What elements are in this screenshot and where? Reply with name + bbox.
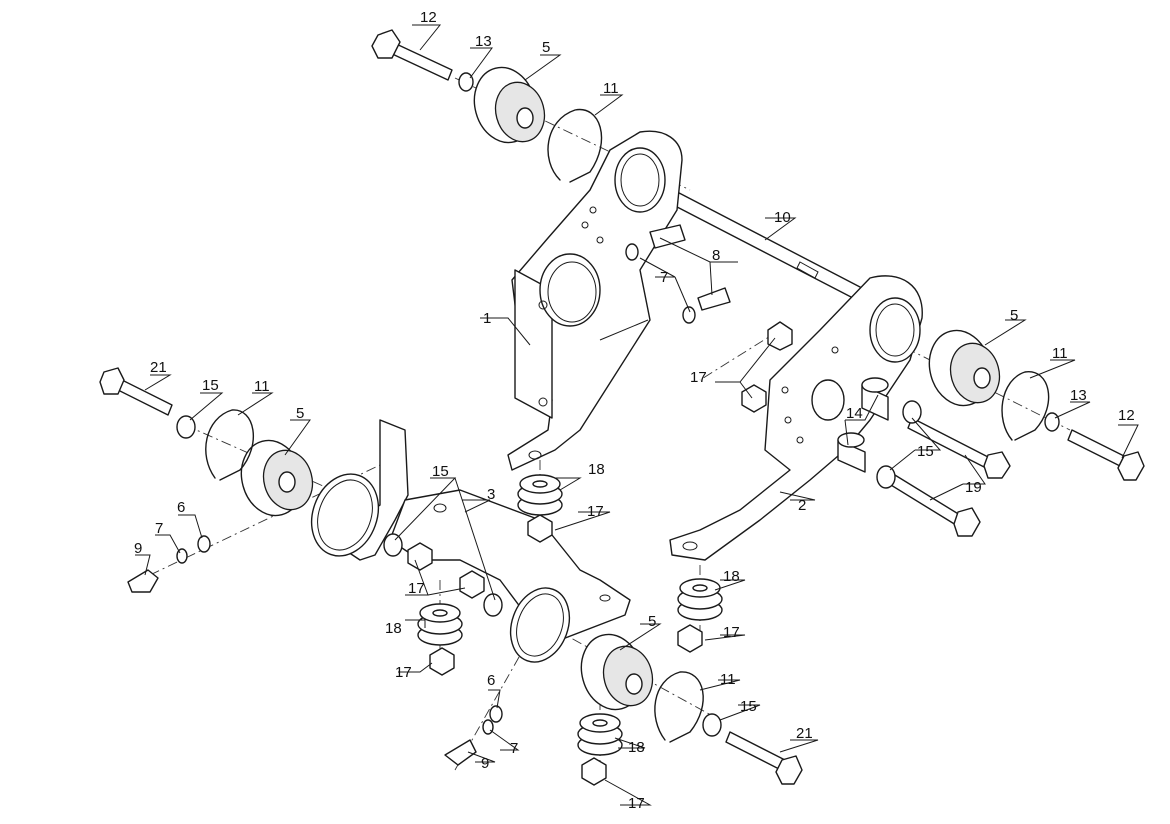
callout-5-right: 5 [1010, 307, 1018, 324]
callout-19: 19 [965, 479, 982, 496]
callout-17-right-bottom: 17 [723, 624, 740, 641]
callout-1: 1 [483, 310, 491, 327]
callout-17-right: 17 [690, 369, 707, 386]
callout-5-top: 5 [542, 39, 550, 56]
bushing-5-bottom [580, 633, 654, 711]
callout-21-bottom: 21 [796, 725, 813, 742]
callout-17-bottom: 17 [628, 795, 645, 812]
bracket-2 [669, 275, 923, 561]
callout-10: 10 [774, 209, 791, 226]
callout-15-left: 15 [202, 377, 219, 394]
bolts-19 [885, 417, 1011, 537]
bushing-5-right [928, 329, 1001, 407]
circlips-11 [205, 108, 1050, 743]
callout-11-right: 11 [1052, 345, 1068, 362]
bushing-5-top [473, 66, 546, 144]
callout-11-left: 11 [254, 378, 270, 395]
bracket-3 [310, 419, 631, 663]
callout-12-right: 12 [1118, 407, 1135, 424]
bushing-5-left [240, 439, 314, 517]
callout-7-left: 7 [155, 520, 163, 537]
callout-9-bottom: 9 [481, 755, 489, 772]
callout-5-bottom: 5 [648, 613, 656, 630]
callout-18-bottom: 18 [628, 739, 645, 756]
callout-12-top: 12 [420, 9, 437, 26]
callout-2: 2 [798, 497, 806, 514]
spacers-14 [837, 377, 889, 473]
callout-13-top: 13 [475, 33, 492, 50]
callout-5-left: 5 [296, 405, 304, 422]
callout-6-bottom: 6 [487, 672, 495, 689]
bracket-1 [507, 130, 683, 471]
callout-15-right: 15 [917, 443, 934, 460]
callout-17-center-top: 17 [587, 503, 604, 520]
bolts-8-9 [127, 224, 731, 766]
callout-3: 3 [487, 486, 495, 503]
callout-18-right: 18 [723, 568, 740, 585]
callout-13-right: 13 [1070, 387, 1087, 404]
callout-numbers: 1 10 2 3 8 7 12 13 5 11 5 11 13 12 14 15… [134, 9, 1135, 812]
callout-18-center: 18 [588, 461, 605, 478]
callout-9-left: 9 [134, 540, 142, 557]
callout-6-left: 6 [177, 499, 185, 516]
callout-17-center: 17 [408, 580, 425, 597]
nuts-17 [407, 321, 793, 786]
callout-21-left: 21 [150, 359, 167, 376]
leader-lines [135, 24, 1139, 806]
callout-15-bottom: 15 [740, 698, 757, 715]
rod-10 [649, 179, 886, 313]
rubber-mounts-18 [417, 474, 723, 756]
callout-8: 8 [712, 247, 720, 264]
callout-15-center: 15 [432, 463, 449, 480]
callout-11-top: 11 [603, 80, 619, 97]
callout-7-bottom: 7 [510, 740, 518, 757]
callout-7-top: 7 [660, 269, 668, 286]
callout-11-bottom: 11 [720, 671, 736, 688]
bolts-12-21 [99, 29, 1145, 785]
callout-14: 14 [846, 405, 863, 422]
callout-17-left-bottom: 17 [395, 664, 412, 681]
callout-18-left: 18 [385, 620, 402, 637]
